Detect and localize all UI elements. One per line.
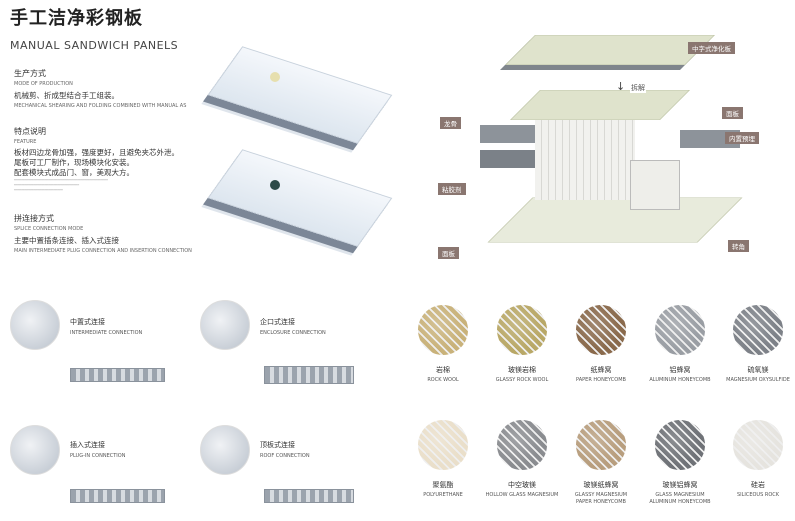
material-item: 玻镁铝蜂窝 GLASS MAGNESIUM ALUMINUM HONEYCOMB [649,420,711,506]
material-photo [655,305,705,355]
material-photo [576,420,626,470]
section-splice: 拼连接方式 SPLICE CONNECTION MODE 主要中置插条连接、插入… [14,213,224,254]
label-keel: 龙骨 [440,117,461,129]
section-body-en: MECHANICAL SHEARING AND FOLDING COMBINED… [14,103,187,109]
page-title: 手工洁净彩钢板 [10,8,143,29]
connection-section-strip [264,366,354,384]
section-heading: 特点说明 [14,127,46,136]
section-body: 主要中置插条连接、插入式连接 [14,236,119,245]
material-label-en: POLYURETHANE [423,492,463,498]
label-assembled: 中字式净化板 [688,42,735,54]
assembled-panel [505,35,715,65]
material-label: 玻镁铝蜂窝 [662,481,698,489]
top-face-sheet [510,90,690,120]
connection-label-en: INTERMEDIATE CONNECTION [70,330,143,336]
connection-label-en: ROOF CONNECTION [260,453,310,459]
material-label-en: MAGNESIUM OXYSULFIDE [726,377,790,383]
section-heading-en: SPLICE CONNECTION MODE [14,226,84,232]
section-heading: 拼连接方式 [14,214,54,223]
material-photo [418,305,468,355]
material-label: 岩棉 [436,366,450,374]
material-label-en: GLASS MAGNESIUM ALUMINUM HONEYCOMB [649,492,711,505]
material-label: 硅岩 [751,481,765,489]
material-item: 中空玻镁 HOLLOW GLASS MAGNESIUM [486,420,558,499]
connection-enclosure: 企口式连接 ENCLOSURE CONNECTION [200,300,354,384]
section-heading-en: FEATURE [14,139,37,145]
section-body-en: MAIN INTERMEDIATE PLUG CONNECTION AND IN… [14,248,192,254]
label-embedded: 内置预埋 [725,132,759,144]
material-label: 硫氧镁 [747,366,769,374]
material-photo [497,305,547,355]
label-corner: 转角 [728,240,749,252]
section-body: 板材四边龙骨加强，强度更好，且避免夹芯外泄。 尾板可工厂制作，现场模块化安装。 … [14,148,179,177]
label-panel-top: 面板 [722,107,743,119]
material-item: 玻镁岩棉 GLASSY ROCK WOOL [496,305,548,384]
panel-hole-1 [270,72,280,82]
fine-print: ━━━━━━━━━━━━━━━━━━━━━━━━━━━━━━━━━━━━━━━━… [14,178,108,192]
section-feature: 特点说明 FEATURE 板材四边龙骨加强，强度更好，且避免夹芯外泄。 尾板可工… [14,126,214,193]
panel-image-1 [207,46,393,144]
connection-label-en: ENCLOSURE CONNECTION [260,330,326,336]
label-disassemble: 拆解 [630,83,646,93]
label-adhesive: 粘胶剂 [438,183,466,195]
connection-section-strip [70,368,165,382]
material-label-en: GLASSY MAGNESIUM PAPER HONEYCOMB [574,492,628,505]
material-photo [733,305,783,355]
material-label-en: HOLLOW GLASS MAGNESIUM [485,492,559,498]
material-item: 铝蜂窝 ALUMINUM HONEYCOMB [649,305,711,384]
material-label-en: ROCK WOOL [427,377,459,383]
material-item: 纸蜂窝 PAPER HONEYCOMB [575,305,627,384]
section-heading: 生产方式 [14,69,46,78]
honeycomb-core [535,120,635,200]
panel-hole-2 [270,180,280,190]
material-label: 聚氨酯 [432,481,454,489]
material-label: 纸蜂窝 [590,366,612,374]
material-item: 硫氧镁 MAGNESIUM OXYSULFIDE [726,305,790,384]
material-label-en: ALUMINUM HONEYCOMB [649,377,711,383]
material-photo [497,420,547,470]
connection-label-en: PLUG-IN CONNECTION [70,453,126,459]
connection-photo [10,300,60,350]
connection-section-strip [70,489,165,503]
material-item: 硅岩 SILICEOUS ROCK [732,420,784,499]
section-heading-en: MODE OF PRODUCTION [14,81,73,87]
material-label-en: GLASSY ROCK WOOL [495,377,549,383]
material-label: 铝蜂窝 [669,366,691,374]
connection-section-strip [264,489,354,503]
material-item: 玻镁纸蜂窝 GLASSY MAGNESIUM PAPER HONEYCOMB [575,420,627,506]
connection-intermediate: 中置式连接 INTERMEDIATE CONNECTION [10,300,165,382]
connection-photo [200,300,250,350]
material-label: 玻镁纸蜂窝 [583,481,619,489]
connection-photo [10,425,60,475]
material-photo [655,420,705,470]
material-label: 中空玻镁 [508,481,536,489]
material-label-en: PAPER HONEYCOMB [576,377,626,383]
bottom-face-sheet [487,197,743,243]
arrow-down-icon: ↓ [616,80,626,93]
connection-photo [200,425,250,475]
connection-label: 顶板式连接 [260,441,295,449]
exploded-diagram: 中字式净化板 ↓ 拆解 面板 龙骨 内置预埋 粘胶剂 面板 转角 [430,25,790,265]
material-item: 岩棉 ROCK WOOL [417,305,469,384]
material-photo [576,305,626,355]
connection-label: 中置式连接 [70,318,105,326]
panel-image-2 [207,149,393,247]
label-panel-bottom: 面板 [438,247,459,259]
material-label: 玻镁岩棉 [508,366,536,374]
section-body: 机械剪、折成型结合手工组装。 [14,91,119,100]
material-item: 聚氨酯 POLYURETHANE [417,420,469,499]
connection-plugin: 插入式连接 PLUG-IN CONNECTION [10,425,165,503]
connection-label: 插入式连接 [70,441,105,449]
material-label-en: SILICEOUS ROCK [736,492,780,498]
connection-label: 企口式连接 [260,318,295,326]
material-photo [733,420,783,470]
material-photo [418,420,468,470]
section-production: 生产方式 MODE OF PRODUCTION 机械剪、折成型结合手工组装。 M… [14,68,214,109]
corner-block [630,160,680,210]
connection-roof: 顶板式连接 ROOF CONNECTION [200,425,354,503]
page-subtitle: MANUAL SANDWICH PANELS [10,39,179,52]
